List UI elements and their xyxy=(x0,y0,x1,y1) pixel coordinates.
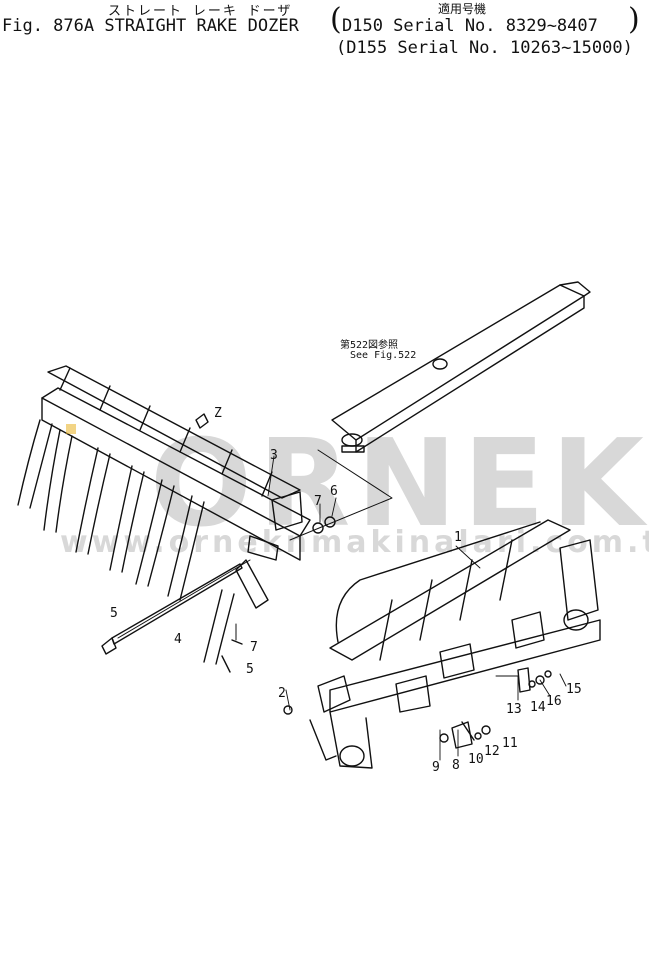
callout-10: 10 xyxy=(468,752,484,767)
marker-z-label: Z xyxy=(214,406,222,421)
right-rake-frame xyxy=(309,519,601,769)
guide-lines xyxy=(117,449,393,641)
watermark-brand: ORNEK xyxy=(150,415,649,554)
reference-note-japanese: 第522図参照 xyxy=(340,340,399,351)
callout-12: 12 xyxy=(484,744,500,759)
push-arm xyxy=(331,281,591,453)
hardware-parts xyxy=(101,516,552,749)
highlight-mark xyxy=(66,424,76,434)
marker-z-arrow xyxy=(195,413,209,429)
callout-7-upper: 7 xyxy=(314,494,322,509)
serial-range-d155: (D155 Serial No. 10263~15000) xyxy=(336,38,633,58)
callout-14: 14 xyxy=(530,700,546,715)
callout-9: 9 xyxy=(432,760,440,775)
serial-bracket-right: ) xyxy=(628,2,640,37)
callout-8: 8 xyxy=(452,758,460,773)
callout-5-upper: 5 xyxy=(110,606,118,621)
figure-title-japanese: ストレート レーキ ドーザ xyxy=(108,4,293,19)
left-rake-assembly xyxy=(17,365,311,665)
callout-15: 15 xyxy=(566,682,582,697)
callout-4: 4 xyxy=(174,632,182,647)
watermark-url: www.orneknmakinalari.com.tr xyxy=(60,525,649,560)
callout-5-lower: 5 xyxy=(246,662,254,677)
serial-heading: 適用号機 xyxy=(438,2,487,16)
leader-lines xyxy=(267,455,567,761)
callout-13: 13 xyxy=(506,702,522,717)
callout-2: 2 xyxy=(278,686,286,701)
callout-6: 6 xyxy=(330,484,338,499)
serial-range-d150: D150 Serial No. 8329~8407 xyxy=(342,16,598,36)
reference-note-english: See Fig.522 xyxy=(350,350,417,361)
callout-1: 1 xyxy=(454,530,462,545)
figure-title: Fig. 876A STRAIGHT RAKE DOZER xyxy=(2,16,299,36)
serial-bracket-left: ( xyxy=(330,2,342,37)
callout-11: 11 xyxy=(502,736,518,751)
callout-16: 16 xyxy=(546,694,562,709)
callout-7-lower: 7 xyxy=(250,640,258,655)
callout-3: 3 xyxy=(270,448,278,463)
